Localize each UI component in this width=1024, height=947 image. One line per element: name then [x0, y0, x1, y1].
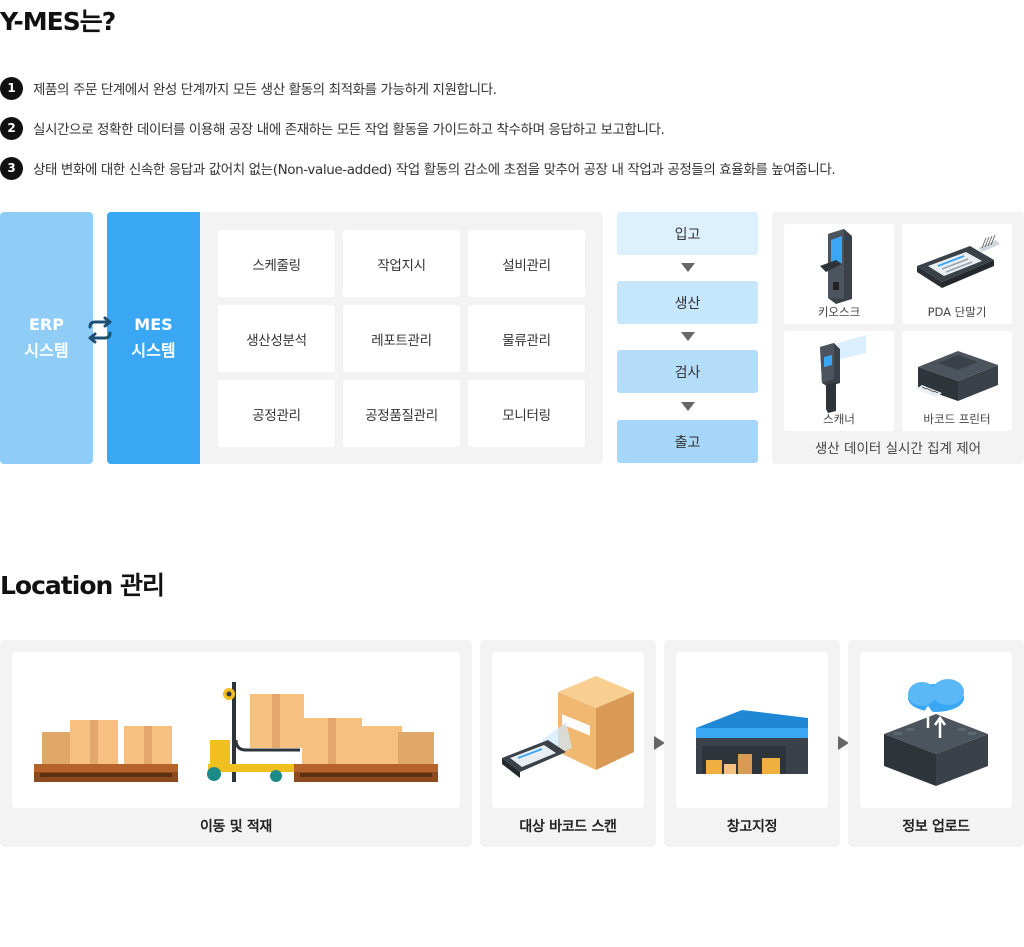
device-label: PDA 단말기 — [927, 305, 987, 319]
down-arrow-icon — [681, 402, 695, 411]
mes-label: MES — [134, 315, 173, 334]
feature-item-1: 1 제품의 주문 단계에서 완성 단계까지 모든 생산 활동의 최적화를 가능하… — [0, 76, 497, 100]
step-label: 정보 업로드 — [902, 819, 970, 835]
function-equipment: 설비관리 — [468, 230, 585, 297]
device-label: 바코드 프린터 — [923, 412, 991, 426]
step-info-upload: 정보 업로드 — [848, 640, 1024, 847]
function-work-order: 작업지시 — [343, 230, 460, 297]
feature-item-2: 2 실시간으로 정확한 데이터를 이용해 공장 내에 존재하는 모든 작업 활동… — [0, 116, 665, 140]
function-monitoring: 모니터링 — [468, 380, 585, 447]
step-label: 대상 바코드 스캔 — [519, 819, 617, 835]
erp-sublabel: 시스템 — [24, 341, 69, 360]
function-logistics: 물류관리 — [468, 305, 585, 372]
feature-text: 실시간으로 정확한 데이터를 이용해 공장 내에 존재하는 모든 작업 활동을 … — [33, 122, 665, 138]
number-badge: 3 — [0, 156, 23, 180]
step-illustration — [676, 652, 828, 808]
step-illustration — [860, 652, 1012, 808]
mes-system-block: MES 시스템 — [107, 212, 200, 464]
flow-step-inspection: 검사 — [617, 350, 758, 393]
step-illustration — [12, 652, 460, 808]
function-process: 공정관리 — [218, 380, 335, 447]
box-scan-icon — [502, 676, 634, 778]
number-badge: 1 — [0, 76, 23, 100]
warehouse-icon — [696, 710, 808, 774]
function-productivity: 생산성분석 — [218, 305, 335, 372]
step-label: 창고지정 — [726, 819, 778, 835]
step-warehouse-assign: 창고지정 — [664, 640, 840, 847]
pda-terminal-icon — [917, 234, 1000, 288]
flow-step-shipping: 출고 — [617, 420, 758, 463]
device-barcode-printer: 바코드 프린터 — [902, 331, 1012, 431]
server-upload-icon — [884, 679, 988, 786]
feature-text: 제품의 주문 단계에서 완성 단계까지 모든 생산 활동의 최적화를 가능하게 … — [33, 82, 497, 98]
down-arrow-icon — [681, 332, 695, 341]
flow-step-production: 생산 — [617, 281, 758, 324]
mes-sublabel: 시스템 — [131, 341, 176, 360]
down-arrow-icon — [681, 263, 695, 272]
barcode-printer-icon — [916, 351, 998, 401]
barcode-scanner-icon — [820, 335, 866, 413]
function-quality: 공정품질관리 — [343, 380, 460, 447]
devices-caption: 생산 데이터 실시간 집계 제어 — [814, 441, 982, 457]
feature-text: 상태 변화에 대한 신속한 응답과 값어치 없는(Non-value-added… — [33, 162, 836, 178]
right-arrow-icon — [838, 736, 849, 750]
step-illustration — [492, 652, 644, 808]
device-label: 키오스크 — [817, 305, 861, 319]
step-label: 이동 및 적재 — [199, 819, 273, 835]
page-title-ymes: Y-MES는? — [0, 7, 116, 36]
flow-step-receiving: 입고 — [617, 212, 758, 255]
erp-label: ERP — [29, 315, 64, 334]
step-barcode-scan: 대상 바코드 스캔 — [480, 640, 656, 847]
pallet-forklift-icon — [34, 682, 438, 782]
device-kiosk: 키오스크 — [784, 224, 894, 324]
function-scheduling: 스케줄링 — [218, 230, 335, 297]
number-badge: 2 — [0, 116, 23, 140]
device-pda: PDA 단말기 — [902, 224, 1012, 324]
step-move-and-load: 이동 및 적재 — [0, 640, 472, 847]
erp-system-block: ERP 시스템 — [0, 212, 93, 464]
feature-item-3: 3 상태 변화에 대한 신속한 응답과 값어치 없는(Non-value-add… — [0, 156, 836, 180]
section-title-location: Location 관리 — [0, 571, 165, 600]
device-scanner: 스캐너 — [784, 331, 894, 431]
kiosk-icon — [820, 229, 852, 304]
right-arrow-icon — [654, 736, 665, 750]
function-report: 레포트관리 — [343, 305, 460, 372]
sync-arrows-icon — [88, 316, 112, 344]
device-label: 스캐너 — [823, 412, 855, 426]
